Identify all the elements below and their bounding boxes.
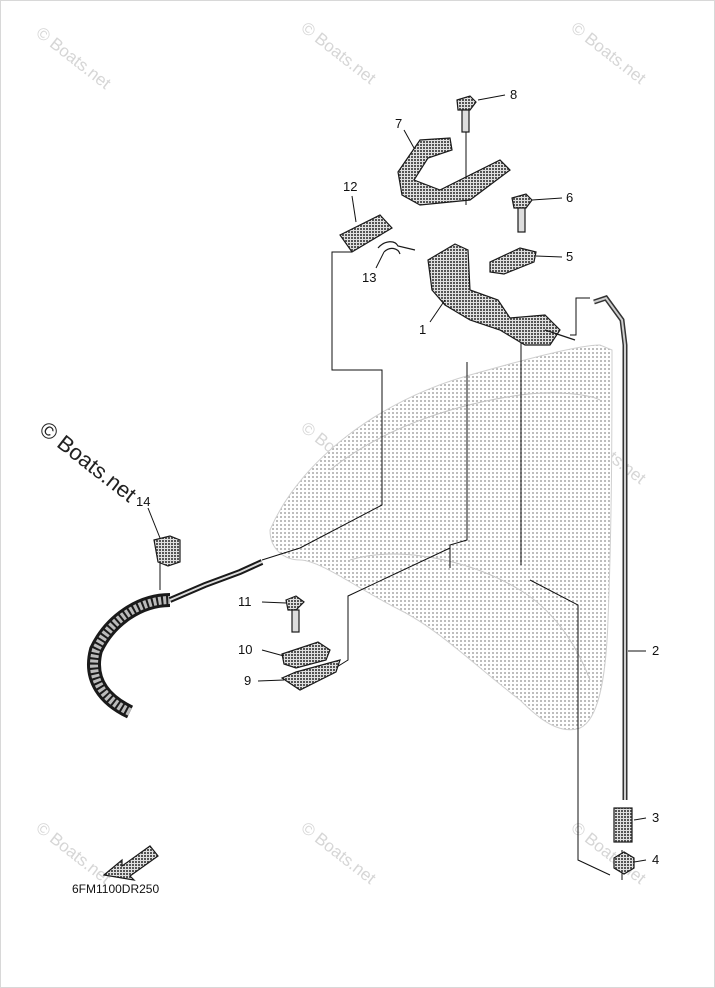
callout-12: 12 [343,179,357,194]
watermark-text: © Boats.net [568,818,650,888]
callouts: 8 7 6 5 12 13 1 2 3 4 11 10 9 14 [136,87,659,867]
callout-8: 8 [510,87,517,102]
plate-10 [281,641,331,669]
callout-7: 7 [395,116,402,131]
diagram-part-code: 6FM1100DR250 [72,882,159,896]
callout-13: 13 [362,270,376,285]
callout-3: 3 [652,810,659,825]
forward-arrow-icon [102,845,159,881]
plate-9 [280,659,341,691]
callout-14: 14 [136,494,150,509]
leader-lines [159,251,623,880]
watermark-text: © Boats.net [298,818,380,888]
plate-5 [489,247,537,275]
watermark-text: © Boats.net [33,23,115,93]
callout-5: 5 [566,249,573,264]
callout-9: 9 [244,673,251,688]
engine-cowling [269,344,613,731]
callout-2: 2 [652,643,659,658]
sleeve-3 [613,807,633,843]
grip-12 [339,214,393,253]
callout-10: 10 [238,642,252,657]
watermark-text: © Boats.net [33,818,115,888]
bolt-6 [511,193,533,233]
callout-4: 4 [652,852,659,867]
clip-13 [377,241,416,255]
clamp-14 [153,535,181,567]
main-watermark: © Boats.net [35,416,141,507]
watermark-text: © Boats.net [298,18,380,88]
callout-6: 6 [566,190,573,205]
rod-2 [593,295,628,800]
bolt-11 [285,595,305,633]
throttle-lever-1 [427,243,576,346]
bracket-7 [397,137,511,206]
callout-1: 1 [419,322,426,337]
bolt-8 [456,95,477,205]
callout-11: 11 [238,594,252,609]
watermark-text: © Boats.net [568,18,650,88]
throttle-cable [87,559,264,719]
nut-4 [613,851,635,875]
